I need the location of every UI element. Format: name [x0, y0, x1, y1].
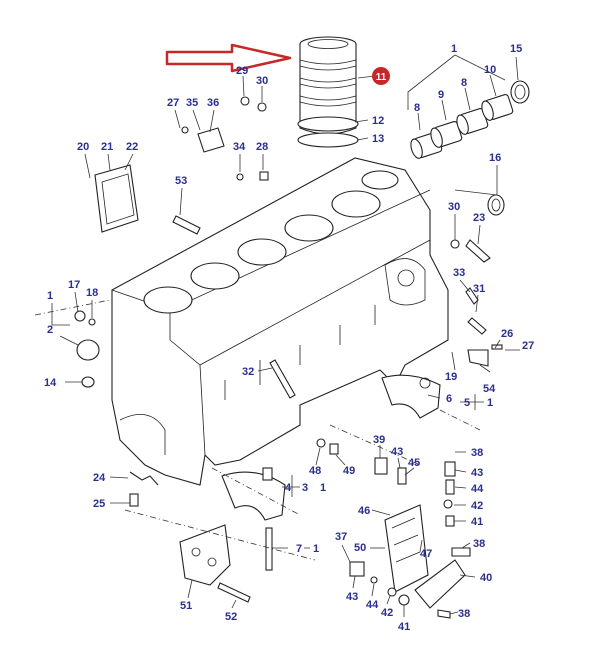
callouts: 1 15 8 9 8 10 29 30 11 12 13 27 35 36 20… — [44, 43, 534, 633]
callout-52: 52 — [225, 611, 237, 623]
callout-16: 16 — [489, 152, 501, 164]
callout-21: 21 — [101, 141, 113, 153]
callout-51: 51 — [180, 600, 192, 612]
callout-1: 1 — [320, 482, 326, 494]
cylinder-liner[interactable] — [297, 36, 359, 148]
leader-lines — [51, 54, 520, 617]
callout-24: 24 — [93, 472, 106, 484]
callout-49: 49 — [343, 465, 355, 477]
callout-32: 32 — [242, 366, 254, 378]
callout-1: 1 — [451, 43, 457, 55]
callout-38: 38 — [471, 447, 483, 459]
callout-1: 1 — [313, 543, 319, 555]
callout-39: 39 — [373, 434, 385, 446]
callout-17: 17 — [68, 279, 80, 291]
callout-42: 42 — [471, 500, 483, 512]
callout-29: 29 — [236, 65, 248, 77]
callout-47: 47 — [420, 548, 432, 560]
callout-5: 5 — [464, 397, 470, 409]
callout-3: 3 — [302, 482, 308, 494]
callout-23: 23 — [473, 212, 485, 224]
callout-27: 27 — [167, 97, 179, 109]
callout-30: 30 — [256, 75, 268, 87]
callout-37: 37 — [335, 531, 347, 543]
callout-4: 4 — [285, 482, 292, 494]
callout-27: 27 — [522, 340, 534, 352]
callout-25: 25 — [93, 498, 105, 510]
engine-block[interactable] — [111, 157, 449, 486]
callout-14: 14 — [44, 377, 57, 389]
callout-10: 10 — [484, 64, 496, 76]
bracket-40[interactable] — [414, 559, 466, 609]
callout-50: 50 — [354, 542, 366, 554]
callout-22: 22 — [126, 141, 138, 153]
callout-44: 44 — [366, 599, 379, 611]
callout-43: 43 — [391, 446, 403, 458]
callout-42: 42 — [381, 607, 393, 619]
highlight-arrow — [165, 43, 292, 73]
callout-20: 20 — [77, 141, 89, 153]
callout-18: 18 — [86, 287, 98, 299]
callout-1: 1 — [487, 397, 493, 409]
callout-41: 41 — [398, 621, 410, 633]
callout-54: 54 — [483, 383, 496, 395]
callout-13: 13 — [372, 133, 384, 145]
callout-44: 44 — [471, 483, 484, 495]
callout-36: 36 — [207, 97, 219, 109]
callout-6: 6 — [446, 393, 452, 405]
callout-7: 7 — [296, 543, 302, 555]
callout-9: 9 — [438, 89, 444, 101]
callout-33: 33 — [453, 267, 465, 279]
callout-12: 12 — [372, 115, 384, 127]
bearing-cap-rear[interactable] — [381, 374, 441, 419]
small-fittings[interactable] — [74, 96, 503, 619]
front-cover-plate[interactable] — [179, 524, 251, 603]
callout-38: 38 — [473, 538, 485, 550]
bearing-shells[interactable] — [409, 80, 530, 216]
callout-43: 43 — [346, 591, 358, 603]
callout-38: 38 — [458, 608, 470, 620]
callout-31: 31 — [473, 283, 485, 295]
side-cover-50[interactable] — [384, 504, 429, 593]
callout-45: 45 — [408, 457, 420, 469]
callout-41: 41 — [471, 516, 483, 528]
callout-8: 8 — [461, 77, 467, 89]
callout-40: 40 — [480, 572, 492, 584]
callout-8: 8 — [414, 102, 420, 114]
callout-48: 48 — [309, 465, 321, 477]
svg-text:11: 11 — [376, 72, 387, 83]
callout-28: 28 — [256, 141, 268, 153]
callout-15: 15 — [510, 43, 522, 55]
callout-30: 30 — [448, 201, 460, 213]
bearing-cap-front[interactable] — [221, 467, 286, 571]
callout-19: 19 — [445, 371, 457, 383]
callout-43: 43 — [471, 467, 483, 479]
callout-26: 26 — [501, 328, 513, 340]
callout-46: 46 — [358, 505, 370, 517]
cover-plate-36[interactable] — [197, 127, 225, 153]
callout-53: 53 — [175, 175, 187, 187]
side-cover-21[interactable] — [94, 164, 139, 233]
callout-1: 1 — [47, 290, 53, 302]
callout-34: 34 — [233, 141, 246, 153]
highlighted-callout-11: 11 — [372, 67, 390, 85]
callout-2: 2 — [47, 324, 53, 336]
callout-35: 35 — [186, 97, 198, 109]
